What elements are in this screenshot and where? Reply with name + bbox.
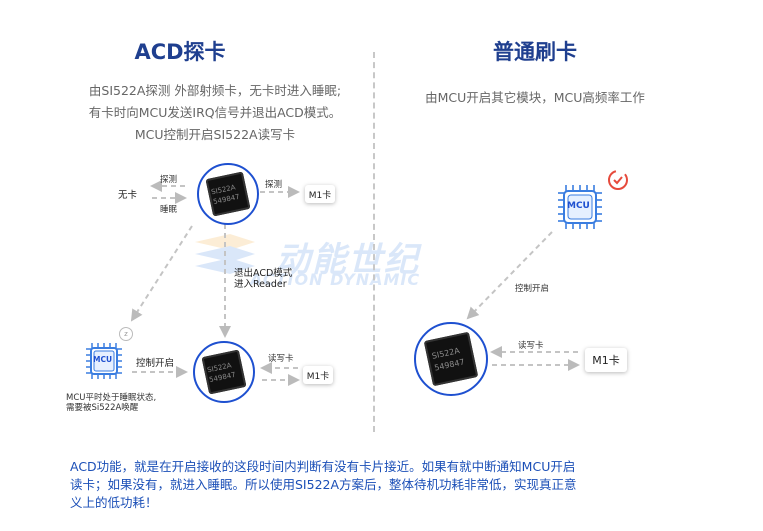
sleep-clock-icon: z <box>119 327 133 341</box>
right-title: 普通刷卡 <box>493 40 577 64</box>
watermark: 动能世纪 ACTION DYNAMIC <box>190 232 490 292</box>
si522a-chip-bottom: SI522A 549847 <box>193 341 255 403</box>
left-title: ACD探卡 <box>134 40 226 64</box>
mcu-note-line-1: MCU平时处于睡眠状态, <box>66 393 157 403</box>
bottom-description: ACD功能，就是在开启接收的这段时间内判断有没有卡片接近。如果有就中断通知MCU… <box>70 458 710 512</box>
sleep-label: 睡眠 <box>160 205 178 215</box>
exit-acd-line-1: 退出ACD模式 <box>234 268 293 279</box>
watermark-en: ACTION DYNAMIC <box>250 270 421 289</box>
left-desc-line-3: MCU控制开启SI522A读写卡 <box>134 127 296 142</box>
left-desc-line-2: 有卡时向MCU发送IRQ信号并退出ACD模式。 <box>88 105 342 120</box>
mcu-left-text: MCU <box>93 355 113 364</box>
bottom-line-2: 读卡；如果没有，就进入睡眠。所以使用SI522A方案后，整体待机功耗非常低，实现… <box>70 477 577 492</box>
read-write-left-label: 读写卡 <box>268 354 294 364</box>
left-desc: 由SI522A探测 外部射频卡，无卡时进入睡眠; 有卡时向MCU发送IRQ信号并… <box>55 80 375 146</box>
mcu-chip-icon <box>86 343 122 379</box>
mcu-note-line-2: 需要被Si522A唤醒 <box>66 403 139 413</box>
arrow-control-on-right <box>466 231 553 320</box>
no-card-label: 无卡 <box>118 190 138 201</box>
mcu-note: MCU平时处于睡眠状态, 需要被Si522A唤醒 <box>66 393 156 413</box>
exit-acd-label: 退出ACD模式 进入Reader <box>234 268 292 290</box>
bottom-line-3: 义上的低功耗！ <box>70 495 158 510</box>
right-desc: 由MCU开启其它模块，MCU高频率工作 <box>425 90 645 105</box>
m1-card-top: M1卡 <box>305 185 335 203</box>
exit-acd-line-2: 进入Reader <box>234 279 287 290</box>
control-on-right-label: 控制开启 <box>515 284 550 294</box>
mcu-chip-right-icon <box>558 185 602 229</box>
m1-card-right: M1卡 <box>585 348 627 372</box>
mcu-chip-left: MCU <box>84 341 124 381</box>
mcu-chip-right: MCU <box>556 183 604 231</box>
read-write-right-label: 读写卡 <box>518 341 544 351</box>
left-desc-line-1: 由SI522A探测 外部射频卡，无卡时进入睡眠; <box>88 83 342 98</box>
arrow-irq-to-mcu <box>130 225 193 322</box>
watermark-cn: 动能世纪 <box>276 240 420 280</box>
detect-left-label: 探测 <box>160 175 178 185</box>
detect-right-label: 探测 <box>265 180 283 190</box>
m1-card-bottom: M1卡 <box>303 366 333 384</box>
center-divider <box>373 52 375 432</box>
refresh-icon <box>606 168 630 192</box>
bottom-line-1: ACD功能，就是在开启接收的这段时间内判断有没有卡片接近。如果有就中断通知MCU… <box>70 459 576 474</box>
control-on-left-label: 控制开启 <box>136 358 175 369</box>
si522a-chip-top: SI522A 549847 <box>197 163 259 225</box>
si522a-chip-right: SI522A 549847 <box>414 322 488 396</box>
mcu-right-text: MCU <box>567 201 590 211</box>
